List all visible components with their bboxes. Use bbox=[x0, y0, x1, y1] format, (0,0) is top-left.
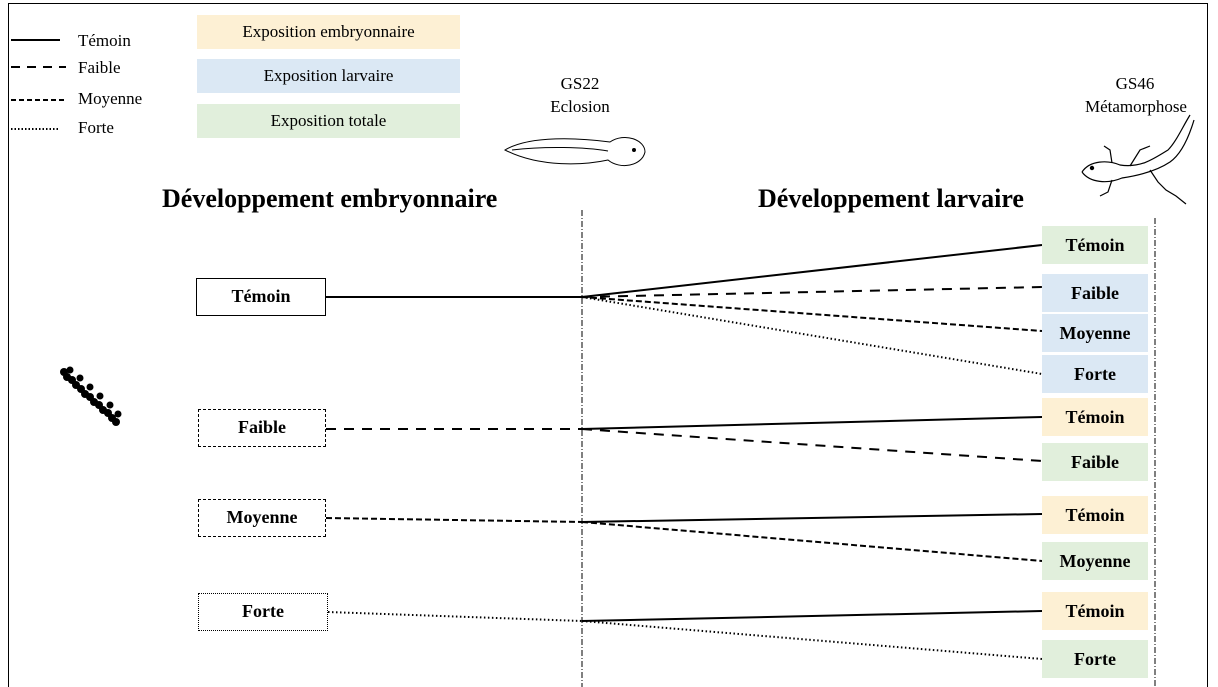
result-box-temoin-4: Témoin bbox=[1042, 592, 1148, 630]
larval-connector-6 bbox=[581, 513, 1043, 523]
larval-connector-3 bbox=[581, 296, 1043, 375]
larval-connector-0 bbox=[581, 244, 1043, 298]
result-box-moyenne-3: Moyenne bbox=[1042, 542, 1148, 580]
diagram-frame bbox=[8, 3, 1208, 687]
result-box-temoin-2: Témoin bbox=[1042, 398, 1148, 436]
larval-connector-8 bbox=[581, 610, 1043, 622]
legend-exposure-total: Exposition totale bbox=[197, 104, 460, 138]
tadpole-icon bbox=[503, 137, 646, 167]
embryonic-connector-2 bbox=[325, 517, 583, 523]
metamorphosis-stage-name: Métamorphose bbox=[1085, 97, 1187, 116]
legend-label-faible: Faible bbox=[78, 58, 121, 77]
larval-section-title: Développement larvaire bbox=[758, 184, 1024, 213]
result-box-temoin-1: Témoin bbox=[1042, 226, 1148, 264]
legend-label-temoin: Témoin bbox=[78, 31, 131, 50]
result-box-moyenne-1: Moyenne bbox=[1042, 314, 1148, 352]
result-box-forte-1: Forte bbox=[1042, 355, 1148, 393]
larval-connector-5 bbox=[581, 428, 1043, 462]
larval-connector-2 bbox=[581, 296, 1043, 332]
legend-line-samples bbox=[11, 39, 66, 130]
connections-group bbox=[325, 244, 1043, 660]
embryonic-group-temoin: Témoin bbox=[196, 278, 326, 316]
hatching-stage-name: Eclosion bbox=[550, 97, 610, 116]
result-box-faible-2: Faible bbox=[1042, 443, 1148, 481]
legend-exposure-embryonic: Exposition embryonnaire bbox=[197, 15, 460, 49]
embryonic-group-moyenne: Moyenne bbox=[198, 499, 326, 537]
result-box-faible-1: Faible bbox=[1042, 274, 1148, 312]
embryonic-group-forte: Forte bbox=[198, 593, 328, 631]
embryonic-connector-3 bbox=[327, 611, 583, 622]
hatching-stage-code: GS22 bbox=[560, 74, 600, 93]
larval-connector-4 bbox=[581, 416, 1043, 430]
larval-connector-1 bbox=[581, 286, 1043, 298]
embryonic-section-title: Développement embryonnaire bbox=[162, 184, 498, 213]
result-box-forte-4: Forte bbox=[1042, 640, 1148, 678]
result-box-temoin-3: Témoin bbox=[1042, 496, 1148, 534]
larval-connector-9 bbox=[581, 620, 1043, 660]
legend-exposure-larval: Exposition larvaire bbox=[197, 59, 460, 93]
egg-strand-icon bbox=[60, 366, 122, 426]
salamander-icon bbox=[1081, 114, 1195, 205]
metamorphosis-stage-code: GS46 bbox=[1115, 74, 1155, 93]
legend-label-moyenne: Moyenne bbox=[78, 89, 143, 108]
larval-connector-7 bbox=[581, 521, 1043, 562]
legend-label-forte: Forte bbox=[78, 118, 114, 137]
embryonic-group-faible: Faible bbox=[198, 409, 326, 447]
